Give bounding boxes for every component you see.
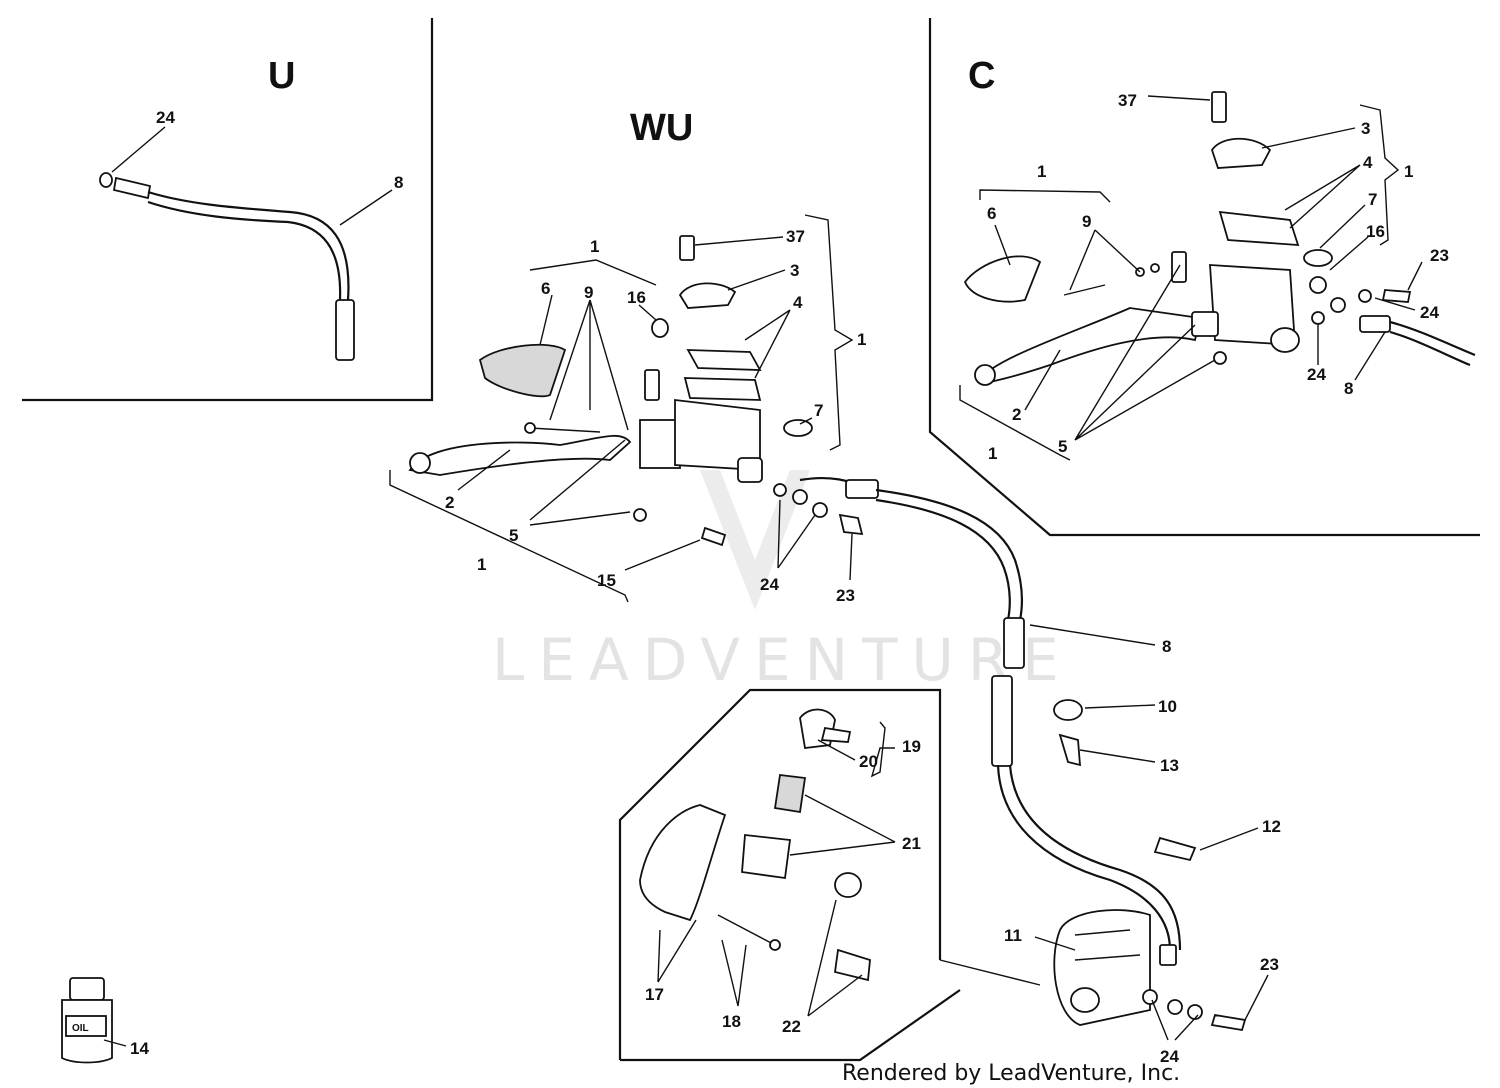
callout: 12 bbox=[1262, 817, 1281, 836]
callout: 24 bbox=[156, 108, 175, 127]
leader-lines bbox=[103, 95, 1423, 1047]
brake-hose bbox=[773, 476, 1182, 951]
callout: 11 bbox=[1004, 926, 1022, 945]
callout: 8 bbox=[1344, 379, 1353, 398]
callout: 15 bbox=[597, 571, 616, 590]
callout: 22 bbox=[782, 1017, 801, 1036]
jar-label: OIL bbox=[72, 1023, 89, 1034]
callout: 23 bbox=[1260, 955, 1279, 974]
callout: 1 bbox=[477, 555, 486, 574]
callout: 1 bbox=[590, 237, 599, 256]
watermark: LEADVENTURE bbox=[492, 470, 1073, 694]
render-credit: Rendered by LeadVenture, Inc. bbox=[842, 1061, 1180, 1086]
callout: 6 bbox=[987, 204, 996, 223]
u-panel-parts bbox=[99, 172, 355, 361]
callout: 24 bbox=[1160, 1047, 1179, 1066]
section-label-wu: WU bbox=[630, 107, 693, 149]
callout: 7 bbox=[814, 401, 823, 420]
callout: 19 bbox=[902, 737, 921, 756]
callout: 1 bbox=[857, 330, 866, 349]
caliper bbox=[1053, 699, 1247, 1032]
callout: 17 bbox=[645, 985, 664, 1004]
callout: 7 bbox=[1368, 190, 1377, 209]
callout: 9 bbox=[584, 283, 593, 302]
wu-lever-boot bbox=[478, 343, 567, 398]
callout: 3 bbox=[1361, 119, 1370, 138]
watermark-text: LEADVENTURE bbox=[492, 626, 1073, 694]
section-frames bbox=[22, 18, 1480, 1062]
callout: 16 bbox=[1366, 222, 1385, 241]
callout: 3 bbox=[790, 261, 799, 280]
callout: 4 bbox=[793, 293, 803, 312]
callout: 6 bbox=[541, 279, 550, 298]
callout: 14 bbox=[130, 1039, 149, 1058]
frame-u bbox=[22, 18, 434, 402]
inset-parts bbox=[639, 708, 871, 982]
callout-labels: 24 8 1 6 9 16 37 3 4 1 7 2 5 1 15 24 23 … bbox=[130, 91, 1449, 1066]
callout: 9 bbox=[1082, 212, 1091, 231]
callout: 5 bbox=[509, 526, 518, 545]
callout: 18 bbox=[722, 1012, 741, 1031]
section-label-u: U bbox=[268, 55, 295, 97]
callout: 2 bbox=[1012, 405, 1021, 424]
callout: 1 bbox=[1037, 162, 1046, 181]
callout: 24 bbox=[1420, 303, 1439, 322]
frame-c bbox=[928, 18, 1480, 537]
callout: 1 bbox=[1404, 162, 1413, 181]
callout: 24 bbox=[1307, 365, 1326, 384]
brake-fluid-jar: OIL bbox=[61, 977, 113, 1064]
callout: 5 bbox=[1058, 437, 1067, 456]
callout: 21 bbox=[902, 834, 921, 853]
callout: 37 bbox=[1118, 91, 1137, 110]
callout: 1 bbox=[988, 444, 997, 463]
callout: 13 bbox=[1160, 756, 1179, 775]
callout: 24 bbox=[760, 575, 779, 594]
frame-inset bbox=[618, 688, 942, 1060]
callout: 10 bbox=[1158, 697, 1177, 716]
c-master-cylinder bbox=[963, 91, 1476, 386]
callout: 37 bbox=[786, 227, 805, 246]
callout: 8 bbox=[1162, 637, 1171, 656]
callout: 20 bbox=[859, 752, 878, 771]
callout: 23 bbox=[836, 586, 855, 605]
callout: 8 bbox=[394, 173, 403, 192]
wu-master-cylinder bbox=[408, 235, 813, 547]
callout: 16 bbox=[627, 288, 646, 307]
u-washer bbox=[99, 172, 113, 188]
callout: 23 bbox=[1430, 246, 1449, 265]
section-label-c: C bbox=[968, 55, 995, 97]
callout: 4 bbox=[1363, 153, 1373, 172]
callout: 2 bbox=[445, 493, 454, 512]
